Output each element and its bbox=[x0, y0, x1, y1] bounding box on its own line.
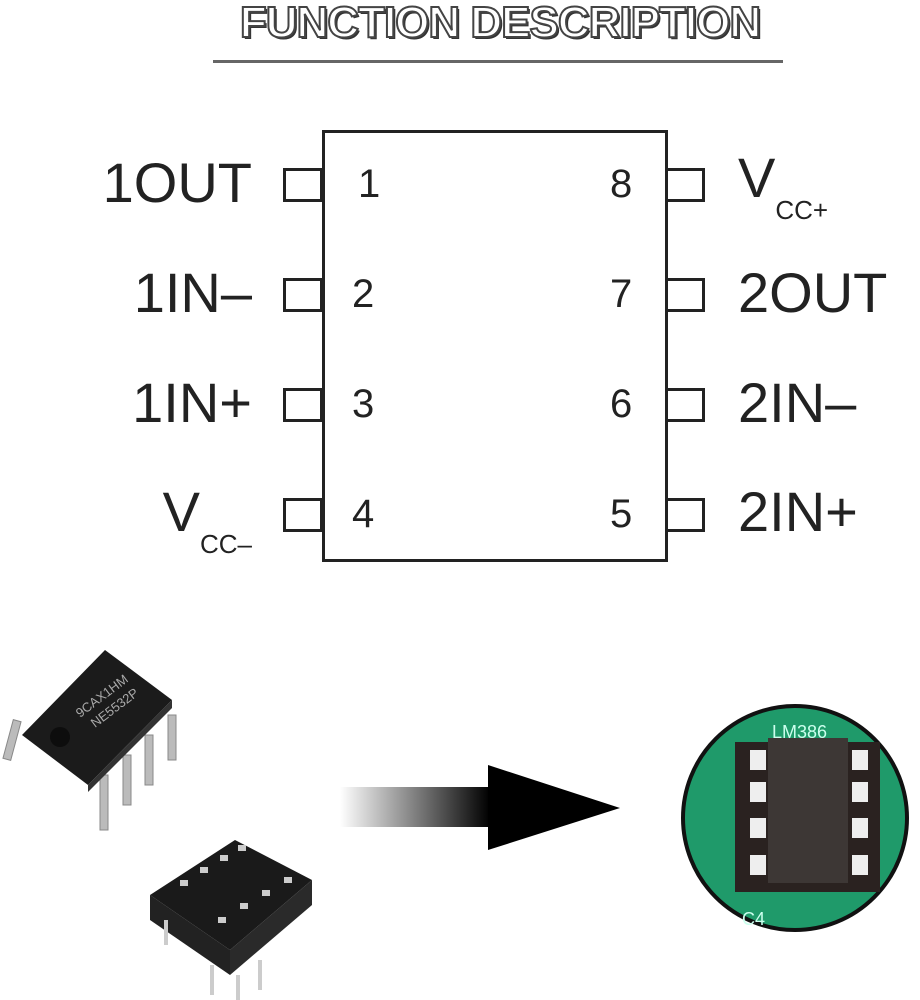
pin-label: 1OUT bbox=[102, 151, 252, 214]
pin-number: 4 bbox=[352, 492, 375, 536]
dip-chip-photo: 9CAX1HM NE5532P bbox=[2, 650, 177, 831]
pin-6-pad bbox=[665, 388, 705, 422]
pin-5-pad bbox=[665, 498, 705, 532]
ic-body bbox=[322, 130, 668, 562]
pin-label: 1IN+ bbox=[132, 371, 252, 434]
pin-label: 1IN– bbox=[133, 261, 252, 324]
pin-label: VCC+ bbox=[738, 146, 829, 225]
pin-number: 7 bbox=[610, 272, 633, 316]
pin-1-pad bbox=[283, 168, 323, 202]
arrow-icon bbox=[340, 765, 620, 850]
pin-number: 2 bbox=[352, 272, 375, 316]
title-underline bbox=[213, 60, 783, 63]
pcb-socket-photo: LM386 C4 bbox=[681, 704, 909, 932]
pin-number: 1 bbox=[358, 162, 381, 206]
pin-3-pad bbox=[283, 388, 323, 422]
pin-label: 2IN+ bbox=[738, 480, 858, 543]
pin-4-pad bbox=[283, 498, 323, 532]
dip-socket-photo bbox=[150, 840, 312, 1000]
pin-number: 5 bbox=[610, 492, 633, 536]
pin-2-pad bbox=[283, 278, 323, 312]
pin-number: 8 bbox=[610, 162, 633, 206]
pin-label: VCC– bbox=[162, 480, 252, 559]
pin-number: 6 bbox=[610, 382, 633, 426]
pin-number: 3 bbox=[352, 382, 375, 426]
svg-text:C4: C4 bbox=[742, 909, 765, 929]
pin-7-pad bbox=[665, 278, 705, 312]
pin-label: 2IN– bbox=[738, 371, 857, 434]
svg-text:LM386: LM386 bbox=[772, 722, 827, 742]
page-title: FUNCTION DESCRIPTION bbox=[239, 0, 762, 48]
pin-label: 2OUT bbox=[738, 261, 888, 324]
pin-8-pad bbox=[665, 168, 705, 202]
